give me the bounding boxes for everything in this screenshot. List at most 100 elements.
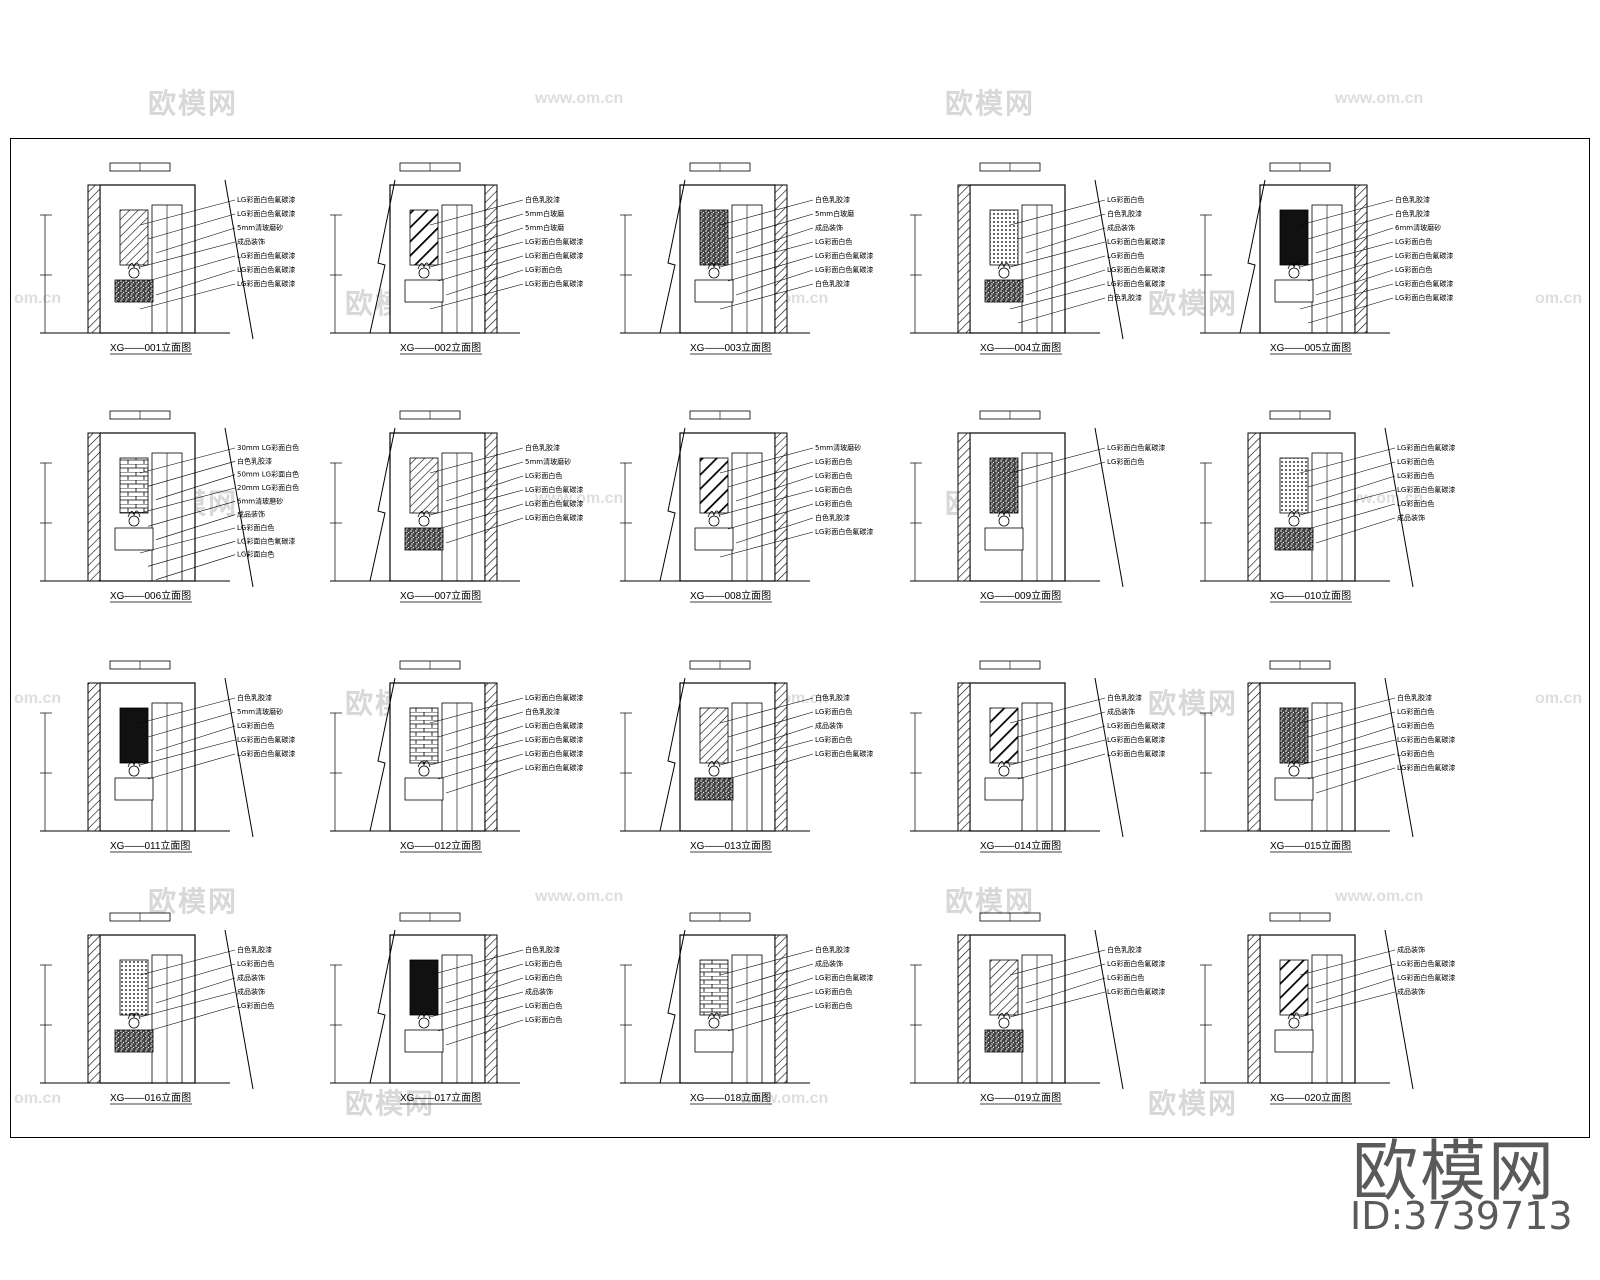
vase-icon: [1288, 1017, 1300, 1029]
material-note: LG彩面白色: [815, 499, 852, 508]
material-note: 5mm白玻磨: [525, 223, 564, 232]
leader-line: [727, 503, 814, 530]
watermark-url: om.cn: [1535, 690, 1583, 707]
perspective-line: [659, 427, 686, 582]
leader-line: [1017, 255, 1106, 282]
elevation-008: 5mm清玻磨砂LG彩面白色LG彩面白色LG彩面白色LG彩面白色白色乳胶漆LG彩面…: [620, 410, 873, 603]
elevation-001: LG彩面白色氟碳漆LG彩面白色氟碳漆5mm清玻磨砂成品装饰LG彩面白色氟碳漆LG…: [40, 162, 295, 355]
material-note: LG彩面白色: [1107, 457, 1144, 466]
leader-line: [1299, 991, 1396, 1018]
elevation-caption: XG——015立面图: [1270, 839, 1351, 852]
leader-line: [1299, 949, 1396, 976]
material-note: 白色乳胶漆: [525, 707, 560, 716]
elevation-caption: XG——003立面图: [690, 341, 771, 354]
plant-icon: [1287, 262, 1301, 270]
leader-line: [1315, 725, 1396, 752]
material-note: LG彩面白色: [237, 550, 274, 559]
elevation-caption: XG——019立面图: [980, 1091, 1061, 1104]
material-note: LG彩面白色: [1107, 251, 1144, 260]
plant-icon: [127, 510, 141, 518]
material-note: 白色乳胶漆: [1395, 209, 1430, 218]
material-note: LG彩面白色氟碳漆: [525, 721, 583, 730]
leader-line: [735, 227, 814, 254]
material-note: LG彩面白色: [1397, 721, 1434, 730]
leader-line: [437, 963, 524, 990]
leader-line: [1009, 697, 1106, 724]
leader-line: [1307, 461, 1396, 488]
perspective-line: [1094, 427, 1124, 588]
wall-section-hatch: [957, 934, 971, 1084]
leader-line: [139, 487, 236, 514]
leader-line: [1025, 977, 1106, 1004]
leader-line: [437, 461, 524, 488]
material-note: LG彩面白色: [525, 973, 562, 982]
leader-line: [727, 255, 814, 282]
plant-icon: [127, 1012, 141, 1020]
leader-line: [147, 753, 236, 780]
elevation-caption: XG——013立面图: [690, 839, 771, 852]
material-note: LG彩面白色氟碳漆: [525, 749, 583, 758]
leader-line: [727, 1005, 814, 1032]
leader-line: [1009, 447, 1106, 474]
console-shelf: [1274, 777, 1314, 801]
material-note: 成品装饰: [815, 721, 843, 730]
leader-line: [139, 991, 236, 1018]
leader-line: [1017, 461, 1106, 488]
material-note: 白色乳胶漆: [1107, 293, 1142, 302]
watermark-url: www.om.cn: [535, 888, 624, 905]
leader-line: [155, 474, 236, 500]
material-note: 成品装饰: [1107, 223, 1135, 232]
wall-section-hatch: [484, 432, 498, 582]
leader-line: [1299, 447, 1396, 474]
elevation-003: 白色乳胶漆5mm白玻磨成品装饰LG彩面白色LG彩面白色氟碳漆LG彩面白色氟碳漆白…: [620, 162, 873, 355]
watermark-brand: 欧模网: [345, 1087, 436, 1120]
perspective-line: [1384, 427, 1414, 588]
leader-line: [437, 255, 524, 282]
leader-line: [139, 447, 236, 474]
perspective-line: [1094, 677, 1124, 838]
leader-line: [719, 241, 814, 268]
plant-icon: [997, 1012, 1011, 1020]
wall-section-hatch: [774, 934, 788, 1084]
leader-line: [429, 489, 524, 516]
watermark-url: www.om.cn: [535, 490, 624, 507]
material-note: LG彩面白色氟碳漆: [525, 237, 583, 246]
leader-line: [437, 213, 524, 240]
plant-icon: [707, 1012, 721, 1020]
plant-icon: [417, 760, 431, 768]
vase-icon: [708, 515, 720, 527]
material-note: LG彩面白色: [1397, 707, 1434, 716]
material-note: LG彩面白色: [815, 1001, 852, 1010]
leader-line: [139, 697, 236, 724]
console-shelf: [694, 279, 734, 303]
material-note: LG彩面白色氟碳漆: [1107, 279, 1165, 288]
material-note: LG彩面白色氟碳漆: [1107, 265, 1165, 274]
leader-line: [1315, 269, 1394, 296]
elevation-caption: XG——001立面图: [110, 341, 191, 354]
leader-line: [1009, 949, 1106, 976]
console-shelf: [984, 527, 1024, 551]
feature-panel: [1279, 209, 1309, 266]
elevation-caption: XG——002立面图: [400, 341, 481, 354]
material-note: LG彩面白色氟碳漆: [815, 527, 873, 536]
material-note: LG彩面白色: [815, 987, 852, 996]
material-note: LG彩面白色: [237, 959, 274, 968]
material-note: 白色乳胶漆: [815, 945, 850, 954]
leader-line: [1307, 213, 1394, 240]
wall-section-hatch: [1247, 934, 1261, 1084]
feature-panel: [989, 457, 1019, 514]
leader-line: [1307, 963, 1396, 990]
material-note: 白色乳胶漆: [1107, 945, 1142, 954]
plant-icon: [707, 510, 721, 518]
material-note: 成品装饰: [1397, 513, 1425, 522]
feature-panel: [699, 457, 729, 514]
elevation-caption: XG——014立面图: [980, 839, 1061, 852]
perspective-line: [659, 929, 686, 1084]
leader-line: [735, 517, 814, 544]
leader-line: [147, 213, 236, 240]
watermark-brand: 欧模网: [1148, 287, 1239, 320]
